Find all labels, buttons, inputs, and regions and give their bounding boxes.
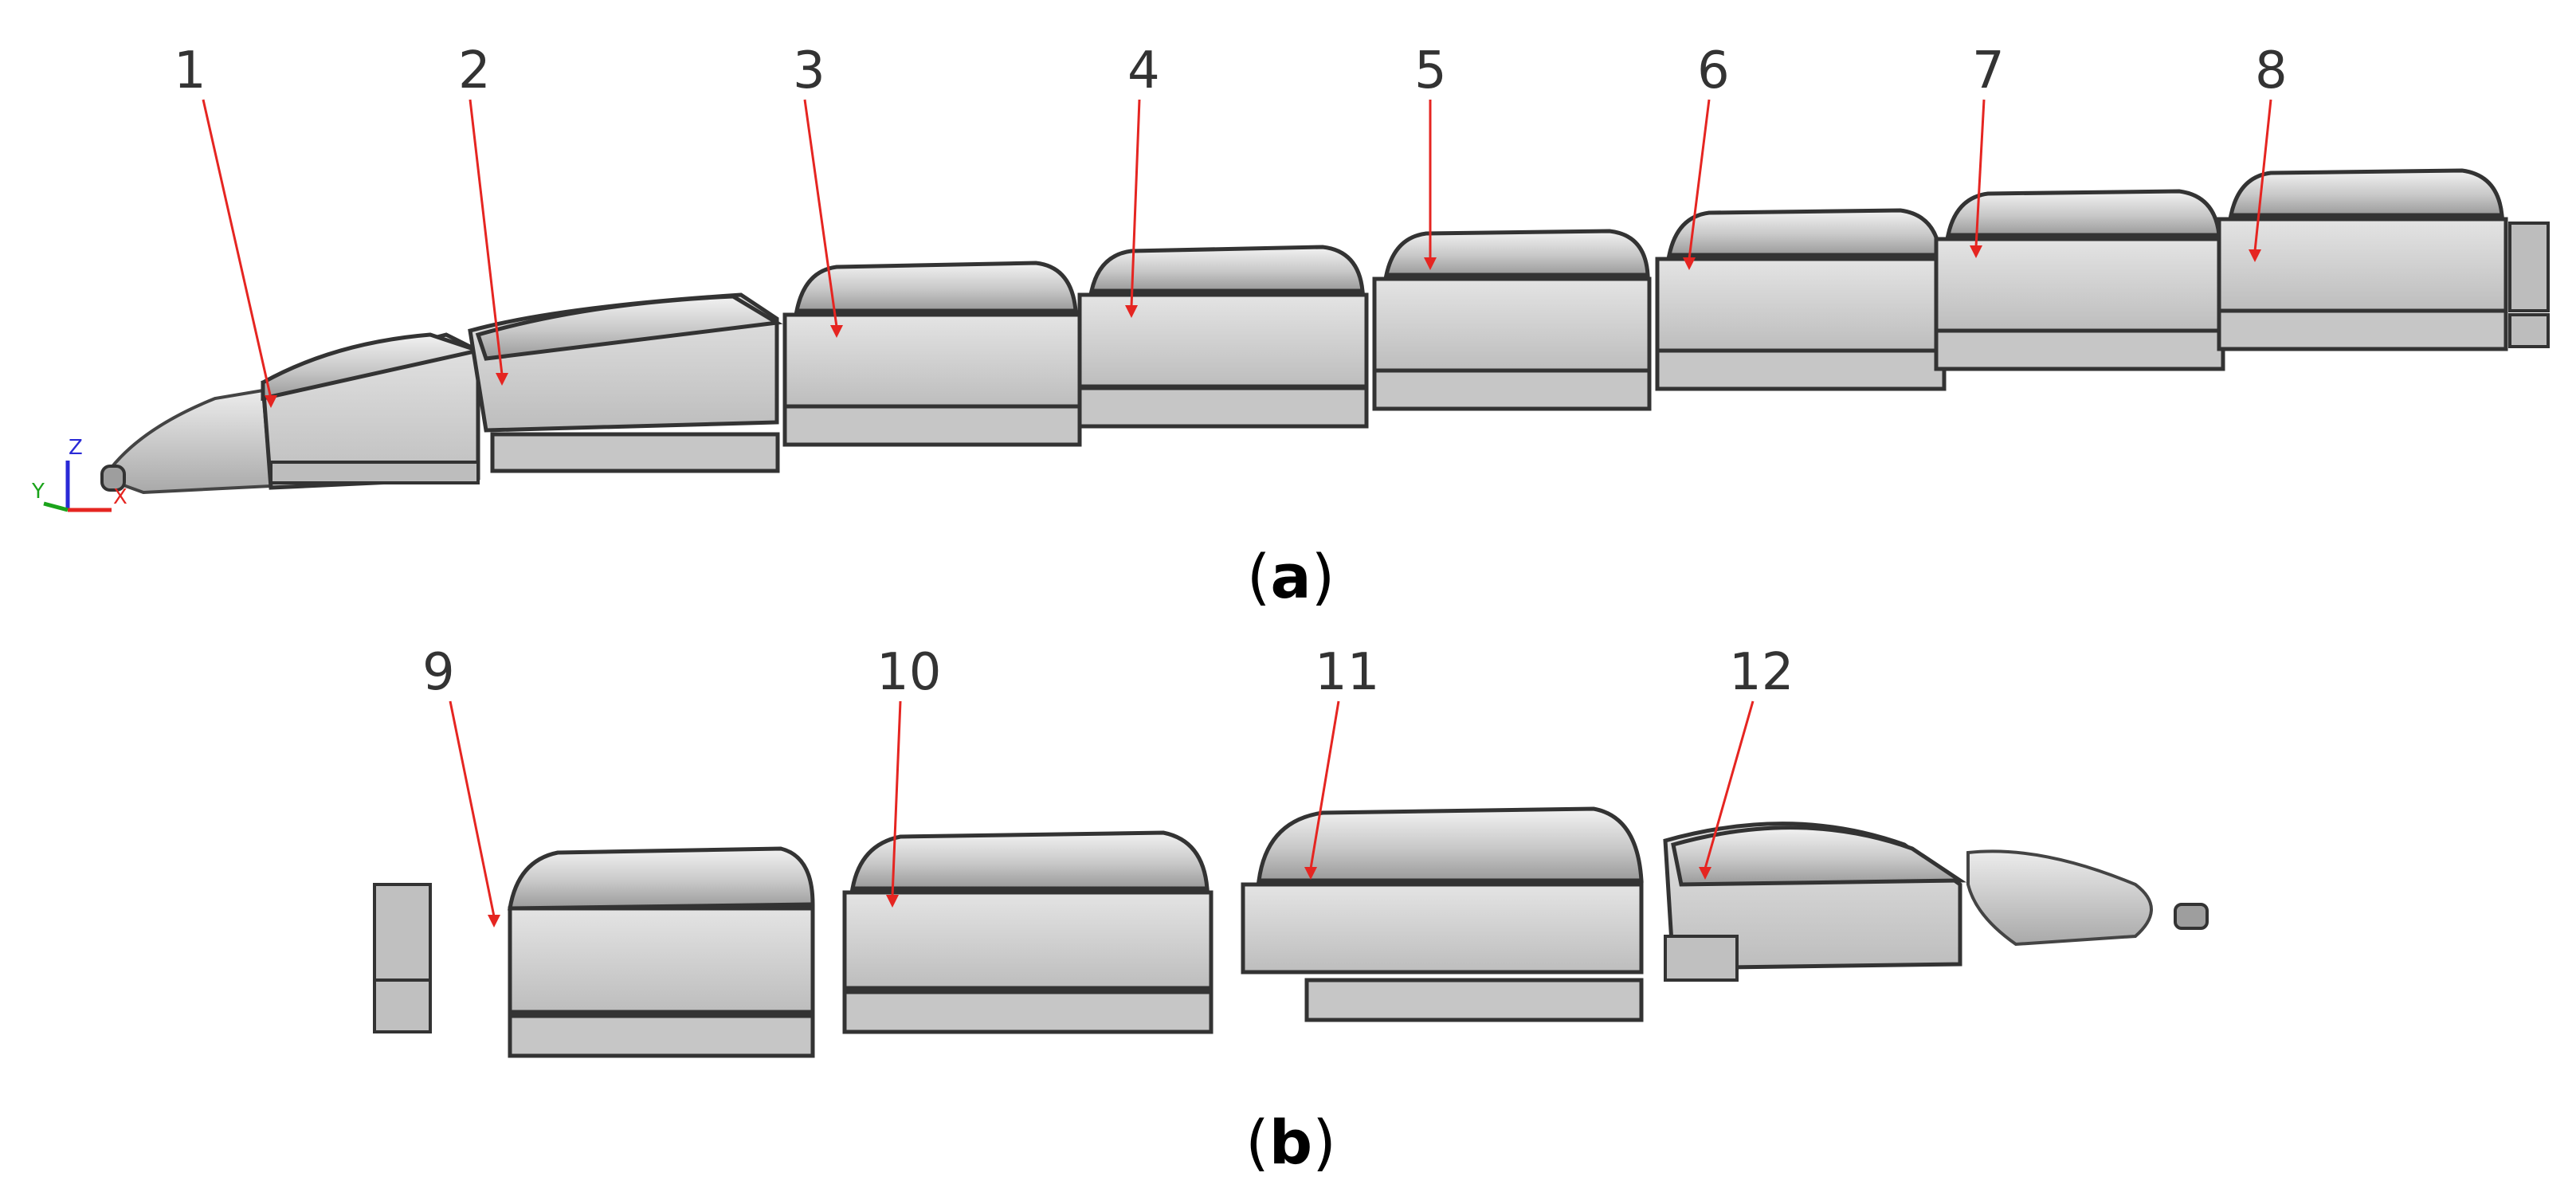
leader-line-7 <box>1974 99 1986 248</box>
car-label-1: 1 <box>174 41 206 100</box>
car-labels-a: 1 2 3 4 5 6 7 8 <box>174 41 2288 408</box>
leader-line-4 <box>1130 99 1141 308</box>
car-label-8: 8 <box>2255 41 2288 100</box>
marker-1 <box>265 395 277 408</box>
leader-line-9 <box>449 700 496 917</box>
car-2 <box>468 292 783 473</box>
marker-12 <box>1699 867 1711 880</box>
car-3 <box>782 261 1082 447</box>
car-label-9: 9 <box>422 643 455 702</box>
marker-8 <box>2249 249 2261 262</box>
marker-6 <box>1683 257 1696 270</box>
car-label-12: 12 <box>1729 643 1794 702</box>
leader-line-2 <box>469 99 504 375</box>
car-labels-b: 9 10 11 12 <box>422 643 1794 928</box>
leader-line-1 <box>202 99 272 399</box>
axis-y-label: Y <box>31 480 45 504</box>
nose-trailing <box>1966 849 2209 947</box>
car-5 <box>1372 229 1652 411</box>
car-8 <box>2217 168 2550 351</box>
caption-a-close: ) <box>1312 541 1335 612</box>
leader-line-3 <box>803 99 838 327</box>
marker-2 <box>496 373 508 386</box>
panel-a: Z Y X 1 2 3 4 5 6 7 <box>31 41 2550 612</box>
car-label-3: 3 <box>793 41 825 100</box>
car-9 <box>373 846 815 1058</box>
panel-b: 9 10 11 12 (b) <box>373 643 2209 1178</box>
caption-a-open: ( <box>1247 541 1271 612</box>
marker-9 <box>488 915 500 928</box>
axis-z-label: Z <box>69 436 83 460</box>
caption-a-letter: a <box>1270 541 1311 612</box>
marker-7 <box>1970 245 1982 258</box>
caption-a: (a) <box>1247 541 1335 612</box>
car-4 <box>1077 245 1369 429</box>
caption-b-open: ( <box>1245 1107 1269 1178</box>
marker-3 <box>830 325 843 338</box>
leader-line-10 <box>891 700 902 897</box>
marker-10 <box>886 895 899 908</box>
marker-5 <box>1424 257 1437 270</box>
car-12 <box>1663 822 1967 982</box>
car-label-7: 7 <box>1972 41 2005 100</box>
nose-leading <box>100 388 273 495</box>
axis-x-label: X <box>113 485 127 509</box>
marker-11 <box>1304 867 1317 880</box>
car-11 <box>1241 806 1644 1022</box>
car-label-6: 6 <box>1697 41 1730 100</box>
car-label-5: 5 <box>1414 41 1447 100</box>
car-10 <box>842 830 1214 1034</box>
car-1 <box>261 332 486 490</box>
car-label-4: 4 <box>1127 41 1160 100</box>
caption-b: (b) <box>1245 1107 1336 1178</box>
car-6 <box>1655 208 1947 391</box>
caption-b-close: ) <box>1312 1107 1336 1178</box>
marker-4 <box>1125 305 1138 318</box>
leader-line-6 <box>1688 99 1711 260</box>
car-7 <box>1934 189 2225 371</box>
car-label-11: 11 <box>1315 643 1379 702</box>
leader-line-11 <box>1309 700 1340 869</box>
axes-triad: Z Y X <box>31 436 127 512</box>
leader-line-12 <box>1704 700 1755 869</box>
leader-line-8 <box>2253 99 2272 252</box>
car-label-2: 2 <box>458 41 491 100</box>
car-label-10: 10 <box>876 643 941 702</box>
axis-y-line <box>43 501 69 512</box>
caption-b-letter: b <box>1269 1107 1312 1178</box>
